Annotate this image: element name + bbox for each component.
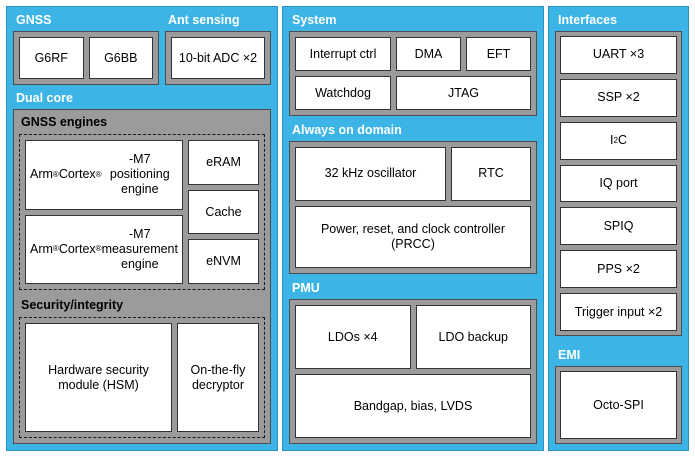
block-ldos[interactable]: LDOs ×4 (295, 305, 411, 369)
block-hardware-security-module[interactable]: Hardware security module (HSM) (25, 323, 172, 432)
block-g6bb[interactable]: G6BB (88, 37, 153, 79)
middle-column-panel: System Interrupt ctrl DMA EFT Watchdog J… (282, 6, 544, 451)
pmu-row-1: LDOs ×4 LDO backup (295, 305, 531, 369)
gnss-engines-dashed-group: Arm® Cortex®-M7 positioning engine Arm® … (19, 134, 265, 290)
block-eram[interactable]: eRAM (188, 140, 259, 185)
gnss-group: G6RF G6BB (13, 31, 159, 85)
section-title-emi: EMI (558, 348, 581, 362)
always-on-row-2: Power, reset, and clock controller (PRCC… (295, 205, 531, 268)
block-prcc[interactable]: Power, reset, and clock controller (PRCC… (295, 205, 531, 268)
section-gnss: GNSS G6RF G6BB (13, 12, 159, 85)
block-ldo-backup[interactable]: LDO backup (415, 305, 531, 369)
block-interrupt-ctrl[interactable]: Interrupt ctrl (295, 37, 391, 71)
always-on-domain-group: 32 kHz oscillator RTC Power, reset, and … (289, 141, 537, 274)
group-title-gnss-engines: GNSS engines (21, 115, 108, 129)
block-g6rf[interactable]: G6RF (19, 37, 84, 79)
section-title-system: System (292, 13, 337, 27)
block-eft[interactable]: EFT (466, 37, 531, 71)
block-spiq[interactable]: SPIQ (560, 207, 677, 246)
block-cache[interactable]: Cache (188, 189, 259, 235)
block-dma[interactable]: DMA (396, 37, 461, 71)
section-title-interfaces: Interfaces (558, 13, 618, 27)
block-trigger-input[interactable]: Trigger input ×2 (560, 293, 677, 332)
block-jtag[interactable]: JTAG (396, 76, 531, 110)
block-iq-port[interactable]: IQ port (560, 164, 677, 203)
always-on-row-1: 32 kHz oscillator RTC (295, 147, 531, 201)
section-title-dual-core: Dual core (16, 91, 73, 105)
block-watchdog[interactable]: Watchdog (295, 76, 391, 110)
system-row-1: Interrupt ctrl DMA EFT (295, 37, 531, 71)
block-cortex-m7-measurement-engine[interactable]: Arm® Cortex®-M7 measurement engine (25, 214, 183, 284)
section-ant-sensing: Ant sensing 10-bit ADC ×2 (165, 12, 271, 85)
pmu-group: LDOs ×4 LDO backup Bandgap, bias, LVDS (289, 299, 537, 444)
block-cortex-m7-positioning-engine[interactable]: Arm® Cortex®-M7 positioning engine (25, 140, 183, 210)
emi-group: Octo-SPI (555, 366, 682, 444)
section-title-pmu: PMU (292, 281, 320, 295)
system-row-2: Watchdog JTAG (295, 76, 531, 110)
block-on-the-fly-decryptor[interactable]: On-the-fly decryptor (177, 323, 259, 432)
ant-sensing-group: 10-bit ADC ×2 (165, 31, 271, 85)
system-group: Interrupt ctrl DMA EFT Watchdog JTAG (289, 31, 537, 116)
block-rtc[interactable]: RTC (451, 147, 531, 201)
block-32khz-oscillator[interactable]: 32 kHz oscillator (295, 147, 446, 201)
block-octo-spi[interactable]: Octo-SPI (560, 371, 677, 439)
section-title-gnss: GNSS (16, 13, 52, 27)
pmu-row-2: Bandgap, bias, LVDS (295, 374, 531, 438)
dual-core-group: GNSS engines Arm® Cortex®-M7 positioning… (13, 109, 271, 444)
engine-column: Arm® Cortex®-M7 positioning engine Arm® … (25, 140, 183, 284)
block-10-bit-adc[interactable]: 10-bit ADC ×2 (171, 37, 265, 79)
block-pps[interactable]: PPS ×2 (560, 250, 677, 289)
section-title-ant-sensing: Ant sensing (168, 13, 240, 27)
group-title-security-integrity: Security/integrity (21, 298, 124, 312)
section-title-always-on-domain: Always on domain (292, 123, 402, 137)
block-bandgap-bias-lvds[interactable]: Bandgap, bias, LVDS (295, 374, 531, 438)
memory-column: eRAM Cache eNVM (188, 140, 259, 285)
security-integrity-dashed-group: Hardware security module (HSM) On-the-fl… (19, 317, 265, 438)
left-column-panel: GNSS G6RF G6BB Ant sensing 10-bit ADC ×2… (6, 6, 278, 451)
block-ssp[interactable]: SSP ×2 (560, 78, 677, 117)
block-envm[interactable]: eNVM (188, 239, 259, 285)
block-uart[interactable]: UART ×3 (560, 36, 677, 74)
